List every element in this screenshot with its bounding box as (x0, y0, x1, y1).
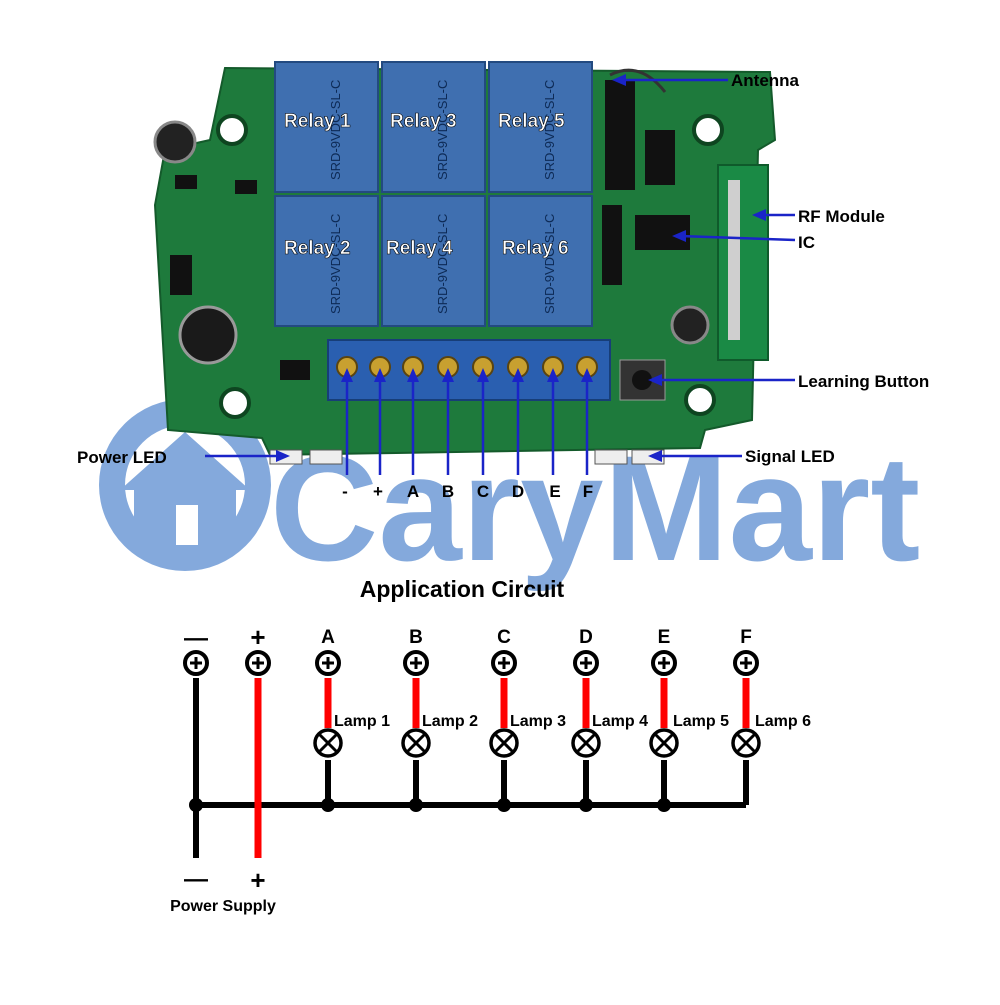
relay-label: Relay 3 (390, 111, 457, 132)
terminal-label: - (342, 482, 348, 501)
terminal-label: F (583, 482, 593, 501)
mounting-holes (216, 114, 724, 419)
lamp-label: Lamp 2 (422, 713, 478, 730)
relay (381, 61, 486, 193)
relays: SRD-9VDC-SL-C SRD-9VDC-SL-C SRD-9VDC-SL-… (274, 61, 593, 327)
power-supply-label: Power Supply (170, 898, 276, 915)
ic-label: IC (798, 233, 815, 252)
rf-module-label: RF Module (798, 207, 885, 226)
relay-label: Relay 1 (284, 111, 351, 132)
terminal-label: D (512, 482, 524, 501)
antenna-label: Antenna (731, 71, 800, 90)
learning-button-label: Learning Button (798, 372, 929, 391)
circuit-terminal-label: A (321, 627, 335, 648)
relay-print: SRD-9VDC-SL-C (328, 214, 343, 314)
relay-label: Relay 5 (498, 111, 565, 132)
ic-chip (645, 130, 675, 185)
junction-dots (189, 798, 671, 812)
lamp-label: Lamp 5 (673, 713, 729, 730)
terminal-label: B (442, 482, 454, 501)
relay (488, 195, 593, 327)
circuit-terminal-label: B (409, 627, 423, 648)
relay-print: SRD-9VDC-SL-C (542, 80, 557, 180)
circuit-terminal-label: E (658, 627, 671, 648)
lamp-label: Lamp 1 (334, 713, 390, 730)
rf-module (717, 164, 769, 361)
relay-print: SRD-9VDC-SL-C (328, 80, 343, 180)
lamp-label: Lamp 6 (755, 713, 811, 730)
circuit-terminal-label: D (579, 627, 593, 648)
callouts (205, 78, 796, 475)
supply-plus-label: + (250, 865, 265, 895)
callout-arrowheads (276, 74, 766, 462)
relay (488, 61, 593, 193)
lamp-label: Lamp 4 (592, 713, 648, 730)
circuit-terminal-label: F (740, 627, 752, 648)
supply-minus-label: — (184, 866, 208, 893)
relay (274, 195, 379, 327)
relay-print: SRD-9VDC-SL-C (435, 80, 450, 180)
terminal-block (327, 339, 611, 401)
power-led-label: Power LED (77, 448, 167, 467)
relay-label: Relay 4 (386, 238, 453, 259)
circuit-plus-terminal-label: + (250, 622, 265, 652)
terminal-label: C (477, 482, 489, 501)
positive-wiring (254, 678, 750, 858)
capacitor-icon (153, 120, 710, 365)
terminal-label: E (549, 482, 560, 501)
circuit-title: Application Circuit (360, 576, 565, 602)
lamp-label: Lamp 3 (510, 713, 566, 730)
terminal-label: + (373, 482, 383, 501)
relay-board: SRD-9VDC-SL-C SRD-9VDC-SL-C SRD-9VDC-SL-… (153, 61, 777, 465)
terminal-label: A (407, 482, 419, 501)
negative-wiring (193, 678, 749, 858)
relay-print: SRD-9VDC-SL-C (435, 214, 450, 314)
lamp-icon (313, 728, 761, 758)
signal-led-label: Signal LED (745, 447, 835, 466)
screw-terminal-icon (183, 650, 759, 676)
relay-label: Relay 2 (284, 238, 351, 259)
relay (274, 61, 379, 193)
circuit-terminal-label: C (497, 627, 511, 648)
relay (381, 195, 486, 327)
circuit-minus-terminal-label: — (184, 625, 208, 652)
application-circuit: — + A B C D E F Lamp 1 Lamp 2 Lamp 3 Lam… (170, 622, 811, 915)
relay-label: Relay 6 (502, 238, 569, 259)
relay-print: SRD-9VDC-SL-C (542, 214, 557, 314)
